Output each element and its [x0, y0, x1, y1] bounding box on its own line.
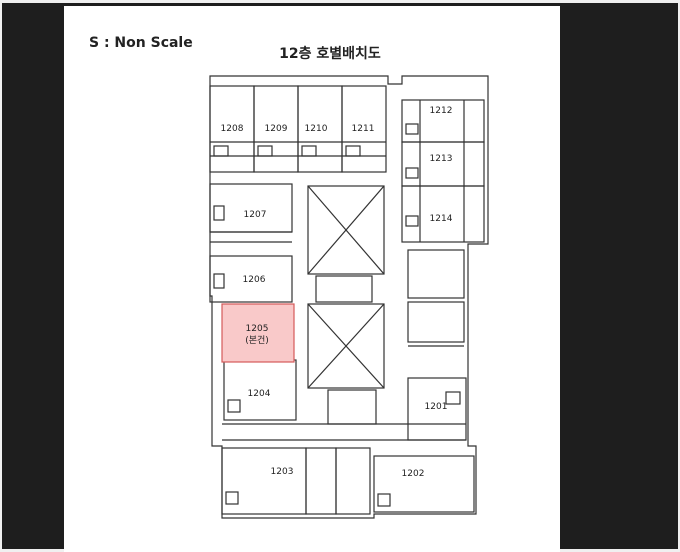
- unit-1205-highlight: [221, 303, 295, 363]
- unit-1204-label: 1204: [248, 389, 271, 399]
- floor-plan: 1208 1209 1210 1211 1212 1213 1214 1207 …: [209, 75, 489, 519]
- unit-1209-label: 1209: [265, 124, 288, 134]
- unit-1205-note: (본건): [245, 335, 269, 346]
- unit-1206-label: 1206: [243, 275, 266, 285]
- scale-note: S : Non Scale: [89, 35, 193, 51]
- unit-1202-label: 1202: [402, 469, 425, 479]
- viewer-frame: S : Non Scale 12층 호별배치도: [2, 3, 678, 552]
- unit-1211-label: 1211: [352, 124, 375, 134]
- unit-1203-label: 1203: [271, 467, 294, 477]
- unit-1207-label: 1207: [244, 210, 267, 220]
- document-page: S : Non Scale 12층 호별배치도: [64, 6, 560, 552]
- unit-1214-label: 1214: [430, 214, 453, 224]
- unit-1208-label: 1208: [221, 124, 244, 134]
- unit-1213-label: 1213: [430, 154, 453, 164]
- floor-title: 12층 호별배치도: [279, 46, 381, 62]
- unit-1212-label: 1212: [430, 106, 453, 116]
- unit-1210-label: 1210: [305, 124, 328, 134]
- unit-1201-label: 1201: [425, 402, 448, 412]
- unit-1205-label: 1205: [246, 324, 269, 334]
